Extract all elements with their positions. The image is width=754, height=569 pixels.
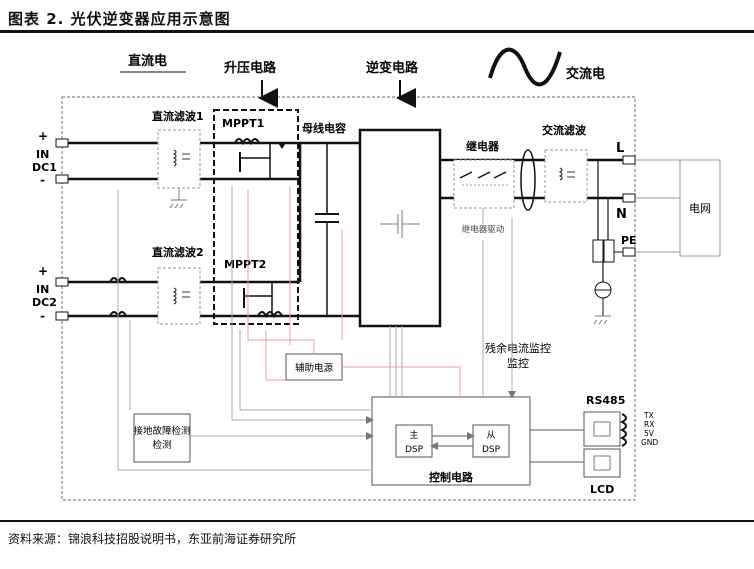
- sine-wave-icon: [488, 47, 562, 87]
- pe-terminal: [622, 247, 636, 257]
- ground-fault-box: [133, 413, 191, 463]
- rs485-port-box: [583, 411, 621, 447]
- top-rule: [0, 30, 754, 33]
- mppt2-label: MPPT2: [224, 258, 266, 271]
- line-n-label: N: [616, 207, 627, 222]
- ac-filter-box: [544, 149, 588, 203]
- dc-filter-2-label: 直流滤波2: [152, 245, 204, 259]
- dc1-plus-terminal: [55, 138, 69, 148]
- relay-box: [453, 159, 515, 209]
- gnd-label: GND: [641, 438, 658, 447]
- grid-label: 电网: [689, 202, 711, 215]
- dc2-label: DC2: [32, 296, 57, 309]
- dc-filter-2-inductor-icon: [172, 287, 177, 305]
- current-sensor-ring: [520, 149, 536, 211]
- dc-filter-2-box: [157, 267, 201, 325]
- bus-capacitor-label: 母线电容: [302, 121, 346, 135]
- relay-contact-1: [459, 171, 473, 179]
- dc-filter-1-ground-icon: [169, 199, 187, 209]
- varistor-2-icon: [603, 239, 615, 263]
- grid-box: [679, 159, 721, 257]
- residual-current-label: 残余电流监控: [485, 341, 551, 355]
- master-dsp-box: [395, 424, 433, 458]
- dc2-plus: +: [38, 264, 48, 278]
- dc2-minus: -: [40, 309, 45, 323]
- slave-dsp-bottom: DSP: [482, 445, 501, 455]
- dc-power-label: 直流电: [128, 53, 167, 69]
- line-l-label: L: [616, 141, 624, 156]
- slave-dsp-top: 从: [486, 430, 495, 441]
- relay-contact-2: [477, 171, 491, 179]
- enclosure-box: [61, 96, 636, 501]
- line-pe-label: PE: [621, 234, 637, 247]
- ground-fault-label-2: 检测: [152, 439, 171, 451]
- varistor-1-icon: [592, 239, 604, 263]
- figure-title: 图表 2. 光伏逆变器应用示意图: [8, 10, 231, 28]
- dc-filter-1-box: [157, 129, 201, 189]
- mppt1-diode-icon: [278, 143, 286, 149]
- master-dsp-top: 主: [409, 429, 418, 441]
- rs485-connector-icon: [593, 421, 611, 437]
- power-wiring: [247, 186, 461, 397]
- relay-drive-label: 继电器驱动: [462, 224, 505, 235]
- inverter-bridge-box: [358, 128, 442, 328]
- master-dsp-bottom: DSP: [405, 445, 424, 455]
- ac-filter-label: 交流滤波: [542, 123, 587, 137]
- dc1-minus-terminal: [55, 174, 69, 184]
- boost-circuit-label: 升压电路: [224, 60, 277, 76]
- rs485-label: RS485: [586, 394, 625, 407]
- source-note: 资料来源：锦浪科技招股说明书，东亚前海证券研究所: [8, 532, 297, 546]
- dc1-label: DC1: [32, 161, 57, 174]
- dc1-in: IN: [36, 148, 49, 161]
- aux-power-label: 辅助电源: [295, 362, 334, 374]
- 5v-label: 5V: [644, 429, 655, 438]
- dc2-boost-coil-icon: [257, 311, 283, 319]
- tx-label: TX: [643, 411, 654, 420]
- l-terminal: [622, 155, 636, 165]
- dc-filter-1-inductor-icon: [172, 149, 177, 167]
- dc2-plus-terminal: [55, 277, 69, 287]
- rs485-coil-icon: [619, 413, 627, 447]
- signal-wiring: [117, 186, 484, 471]
- mppt1-label: MPPT1: [222, 117, 264, 130]
- dc2-minus-terminal: [55, 311, 69, 321]
- n-terminal: [622, 193, 636, 203]
- mppt-dashed-box: [213, 109, 299, 325]
- ac-filter-inductor-icon: [558, 167, 563, 181]
- bottom-rule: [0, 520, 754, 522]
- lcd-connector-icon: [593, 455, 611, 471]
- dc-filter-1-label: 直流滤波1: [152, 109, 204, 123]
- dc1-plus: +: [38, 129, 48, 143]
- dc1-minus: -: [40, 173, 45, 187]
- lcd-label: LCD: [590, 483, 614, 496]
- inverter-circuit-label: 逆变电路: [366, 60, 419, 76]
- relay-label: 继电器: [466, 139, 500, 153]
- rx-label: RX: [644, 420, 654, 429]
- relay-contact-3: [493, 171, 507, 179]
- slave-dsp-box: [472, 424, 510, 458]
- lcd-port-box: [583, 448, 621, 478]
- control-circuit-label: 控制电路: [429, 470, 474, 484]
- surge-ground-icon: [593, 315, 611, 325]
- ground-fault-label: 接地故障检测: [133, 425, 190, 437]
- dc1-coil-icon: [234, 138, 260, 146]
- dc2-in: IN: [36, 283, 49, 296]
- ac-power-label: 交流电: [566, 66, 605, 82]
- residual-current-label-2: 监控: [507, 356, 529, 370]
